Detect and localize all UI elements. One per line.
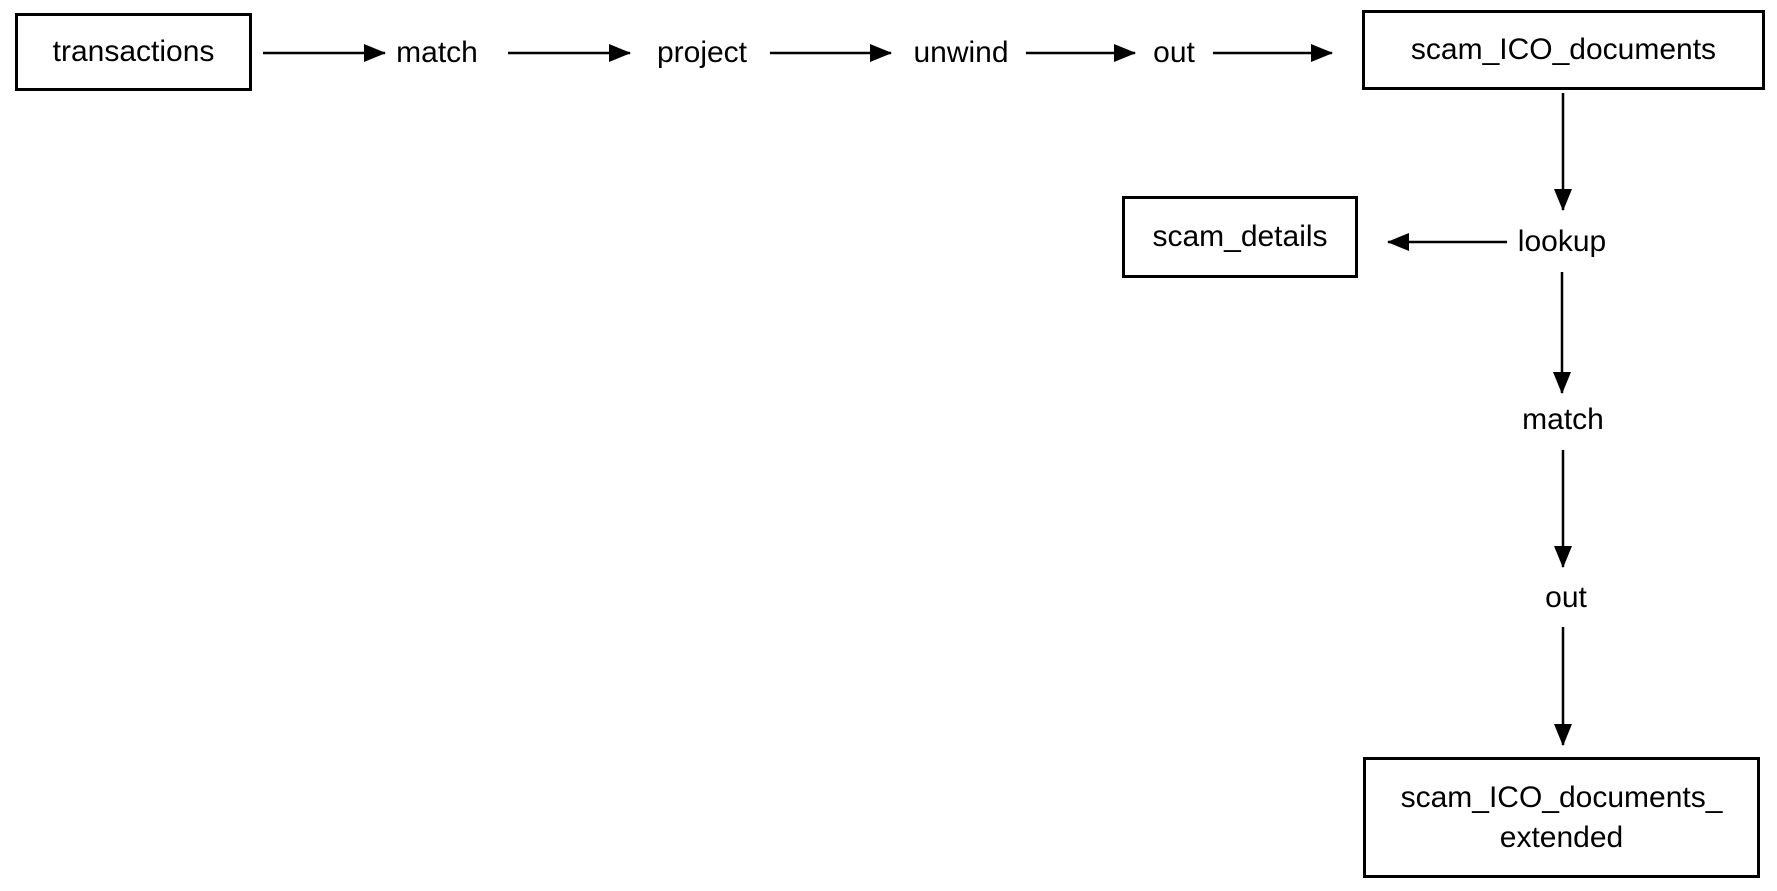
stage-label-unwind: unwind <box>913 36 1009 69</box>
collection-box-scam-details: scam_details <box>1122 196 1358 278</box>
stage-label-project: project <box>656 36 748 69</box>
collection-box-scam-ico-documents-extended: scam_ICO_documents_ extended <box>1363 757 1760 878</box>
stage-label-out-2: out <box>1545 581 1587 614</box>
stage-label-match-1: match <box>396 36 478 69</box>
collection-box-scam-ico-documents: scam_ICO_documents <box>1362 10 1765 90</box>
collection-label-scam-ico-documents: scam_ICO_documents <box>1410 33 1717 66</box>
collection-label-line1: scam_ICO_documents_ <box>1400 780 1723 814</box>
collection-label-scam-ico-documents-extended: scam_ICO_documents_ extended <box>1401 778 1723 858</box>
stage-label-out-1: out <box>1153 36 1195 69</box>
collection-label-transactions: transactions <box>52 35 215 68</box>
collection-label-scam-details: scam_details <box>1152 220 1328 253</box>
collection-box-transactions: transactions <box>15 13 252 91</box>
stage-label-match-2: match <box>1522 403 1604 436</box>
stage-label-lookup: lookup <box>1517 225 1607 258</box>
collection-label-line2: extended <box>1499 820 1624 854</box>
